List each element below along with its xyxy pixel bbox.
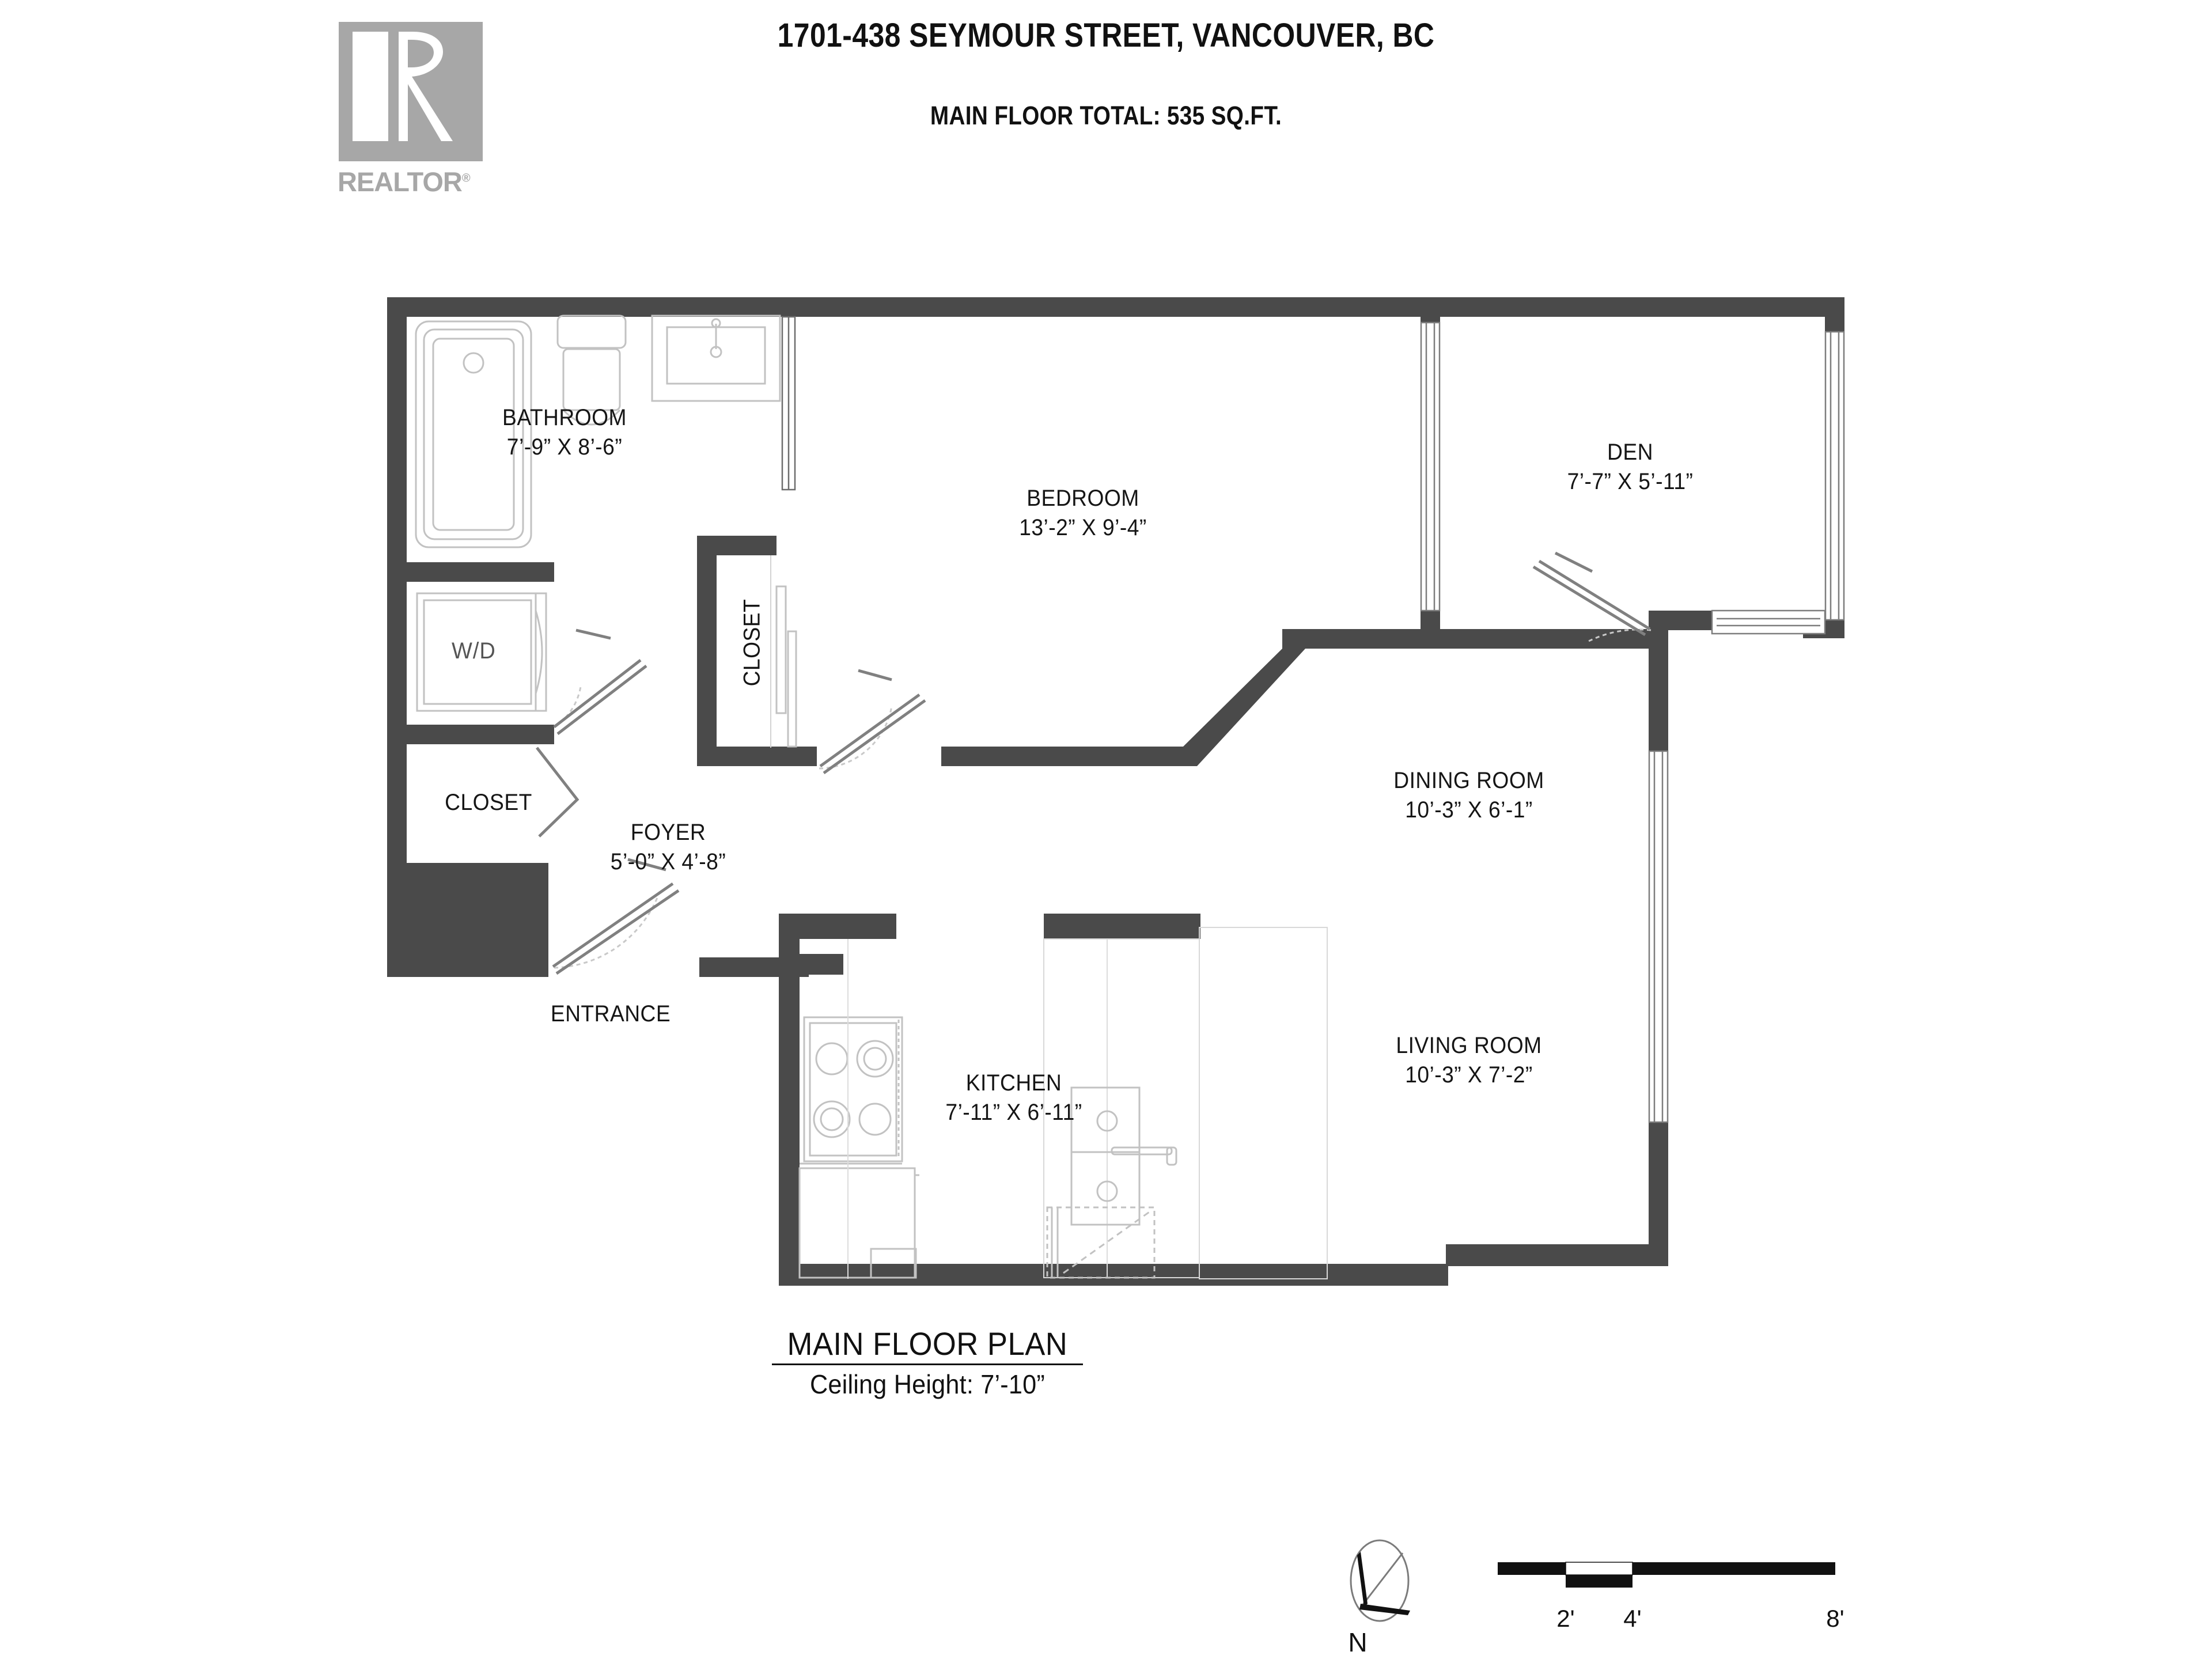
room-label-closet-entry: CLOSET — [445, 790, 532, 815]
dishwasher-fixture — [1046, 1206, 1156, 1279]
kitchen-island — [1043, 927, 1328, 1279]
room-label-kitchen: KITCHEN 7’-11” X 6’-11” — [945, 1070, 1082, 1126]
realtor-r-mark — [339, 22, 483, 161]
door-closet-bedroom — [819, 669, 926, 775]
window-living-east — [1648, 750, 1669, 1123]
window-bedroom-den — [1420, 321, 1441, 612]
plan-caption-subtitle: Ceiling Height: 7’-10” — [810, 1369, 1045, 1399]
toilet-fixture — [556, 315, 627, 426]
closet-rod-bedroom — [770, 555, 797, 748]
room-label-living-room: LIVING ROOM 10’-3” X 7’-2” — [1396, 1033, 1542, 1088]
page-title: 1701-438 SEYMOUR STREET, VANCOUVER, BC — [777, 17, 1435, 54]
kitchen-counter-left — [798, 939, 919, 1279]
fixtures — [415, 315, 1328, 1279]
north-arrow: N — [1338, 1539, 1470, 1657]
stove-fixture — [803, 1016, 903, 1162]
scale-bar-graphic — [1498, 1562, 1835, 1588]
door-entrance — [552, 858, 680, 975]
door-washer-dryer — [553, 628, 647, 735]
realtor-logo: REALTOR® — [338, 22, 500, 206]
vanity-sink-fixture — [651, 315, 781, 402]
entrance-label: ENTRANCE — [550, 1001, 671, 1027]
plan-caption-title: MAIN FLOOR PLAN — [787, 1325, 1068, 1362]
bathtub-fixture — [415, 320, 532, 548]
north-label: N — [1348, 1627, 1368, 1657]
washer-dryer-fixture — [416, 592, 547, 712]
scale-tick-8ft: 8' — [1826, 1605, 1844, 1632]
room-label-den: DEN 7’-7” X 5’-11” — [1567, 440, 1694, 495]
scale-tick-2ft: 2' — [1556, 1605, 1575, 1632]
floor-total-subtitle: MAIN FLOOR TOTAL: 535 SQ.FT. — [930, 101, 1282, 130]
registered-mark: ® — [461, 172, 471, 185]
door-closet-entry — [536, 747, 579, 838]
window-den-south — [1711, 609, 1826, 635]
room-label-bedroom: BEDROOM 13’-2” X 9’-4” — [1019, 486, 1147, 541]
plan-caption-rule — [772, 1363, 1083, 1365]
plan-walls — [387, 297, 1844, 1286]
scale-tick-4ft: 4' — [1623, 1605, 1642, 1632]
plan-caption: MAIN FLOOR PLAN Ceiling Height: 7’-10” — [680, 1325, 1175, 1400]
room-label-bathroom: BATHROOM 7’-9” X 8’-6” — [502, 405, 627, 460]
door-den — [1532, 551, 1652, 643]
room-label-dining-room: DINING ROOM 10’-3” X 6’-1” — [1393, 768, 1544, 823]
realtor-wordmark: REALTOR® — [338, 166, 493, 198]
doors — [536, 551, 1652, 975]
room-label-closet-bedroom: CLOSET — [739, 599, 765, 687]
scale-bar: 2' 4' 8' — [1498, 1550, 1912, 1647]
sink-fixture — [1070, 1086, 1177, 1226]
window-den-east — [1824, 331, 1845, 621]
windows — [781, 316, 1845, 1123]
bathroom-pocket-door — [781, 316, 796, 491]
washer-dryer-label: W/D — [452, 638, 496, 664]
realtor-wordmark-text: REALTOR — [338, 166, 463, 197]
room-label-foyer: FOYER 5’-0” X 4’-8” — [610, 820, 726, 875]
north-arrow-icon — [1350, 1539, 1410, 1622]
